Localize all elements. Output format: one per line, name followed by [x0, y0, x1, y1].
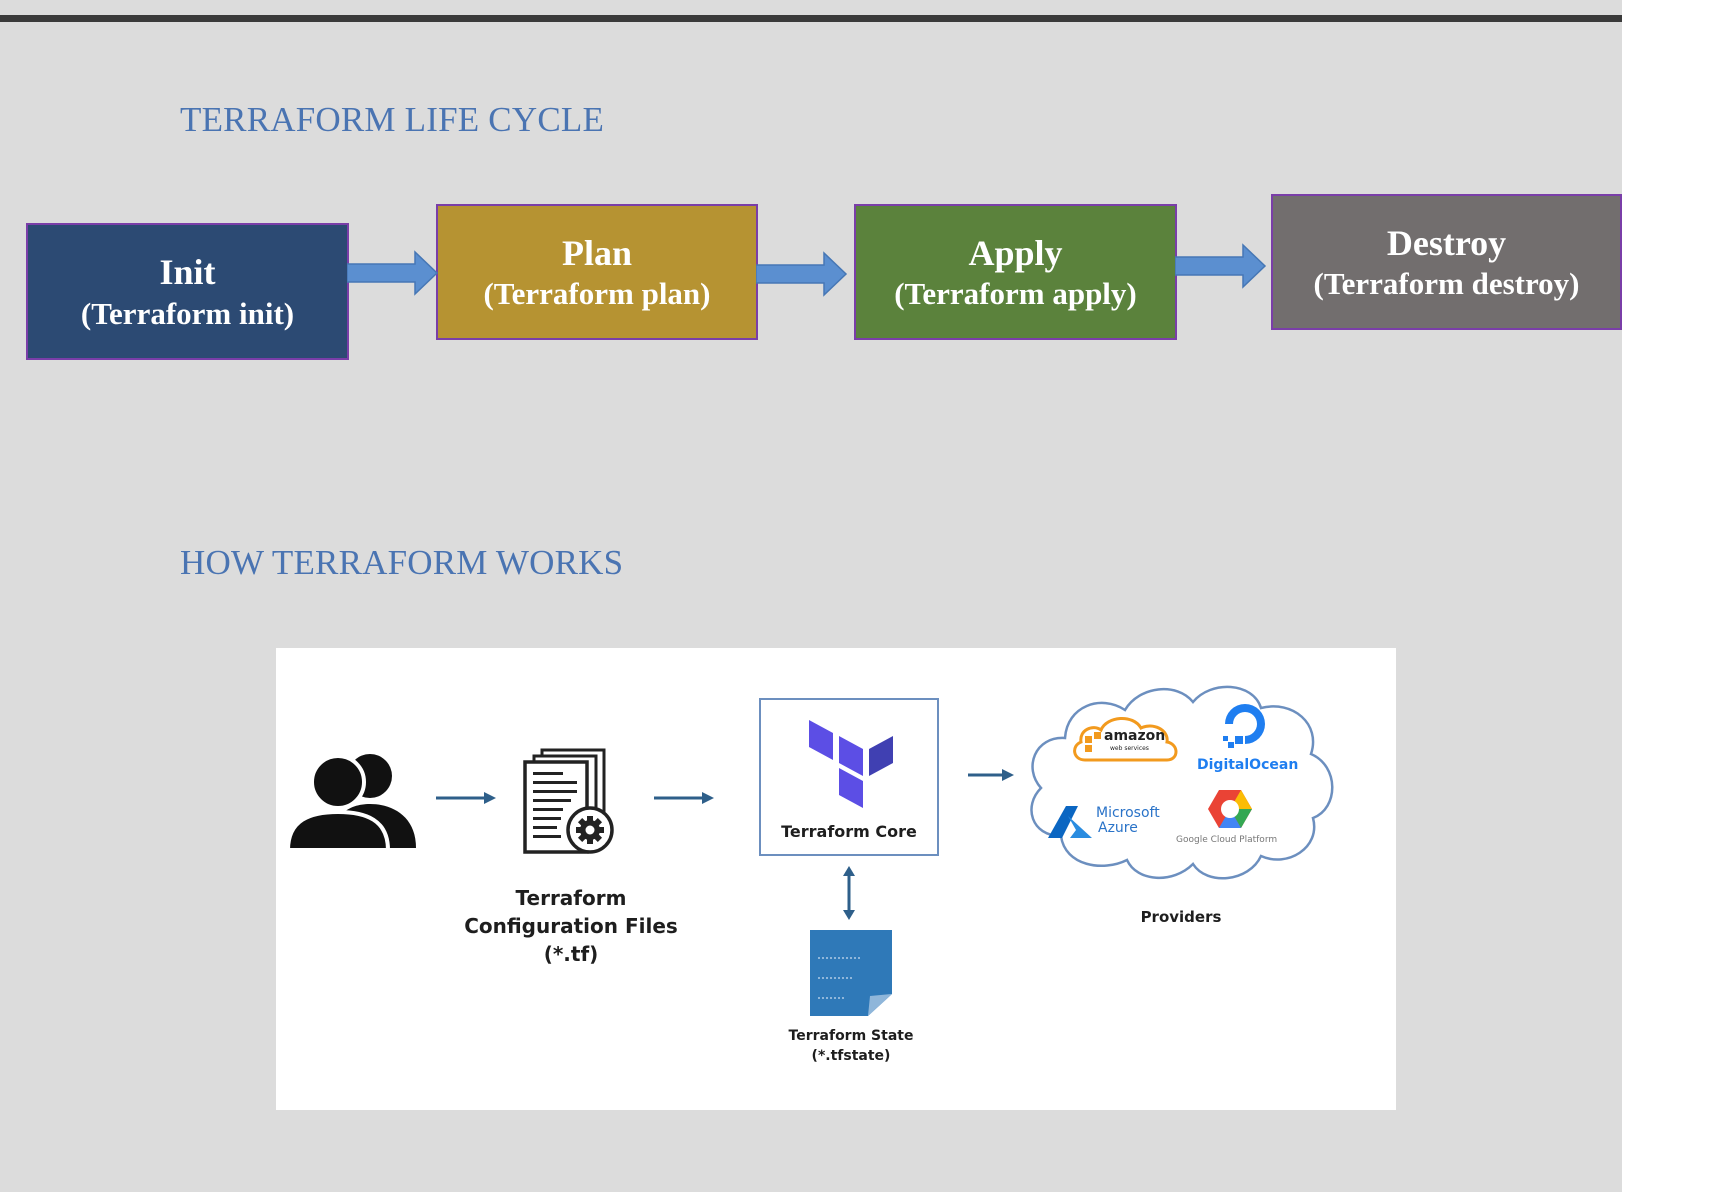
- lifecycle-name: Init: [159, 252, 216, 293]
- aws-cloud-icon: [1073, 717, 1178, 762]
- digitalocean-icon: [1223, 704, 1265, 748]
- terraform-core-label: Terraform Core: [781, 822, 917, 841]
- flow-arrow: [968, 769, 1014, 781]
- lifecycle-arrow: [347, 250, 439, 296]
- lifecycle-arrow: [1175, 243, 1267, 289]
- terraform-core-box: Terraform Core: [759, 698, 939, 856]
- state-file-icon: [810, 930, 892, 1016]
- lifecycle-command: (Terraform destroy): [1313, 266, 1580, 301]
- lifecycle-command: (Terraform init): [80, 295, 295, 331]
- lifecycle-arrow: [756, 251, 848, 297]
- lifecycle-command: (Terraform plan): [483, 276, 711, 311]
- double-arrow: [843, 866, 855, 920]
- aws-text: amazon: [1104, 728, 1166, 744]
- lifecycle-box-apply: Apply (Terraform apply): [854, 204, 1177, 340]
- config-files-label: Terraform Configuration Files (*.tf): [464, 886, 678, 966]
- terraform-logo-icon: [809, 720, 893, 808]
- providers-label: Providers: [1140, 908, 1222, 926]
- how-works-title: HOW TERRAFORM WORKS: [180, 543, 624, 582]
- google-cloud-icon: [1208, 790, 1252, 828]
- lifecycle-box-plan: Plan (Terraform plan): [436, 204, 758, 340]
- providers-cloud-icon: [1030, 685, 1334, 880]
- azure-text: Microsoft Azure: [1096, 805, 1160, 836]
- lifecycle-name: Apply: [968, 232, 1063, 273]
- workflow-diagram: Terraform Configuration Files (*.tf) Ter…: [276, 648, 1396, 1110]
- lifecycle-title: TERRAFORM LIFE CYCLE: [180, 100, 605, 139]
- lifecycle-command: (Terraform apply): [894, 276, 1137, 311]
- lifecycle-name: Plan: [561, 232, 632, 273]
- digitalocean-text: DigitalOcean: [1197, 757, 1299, 773]
- flow-arrow: [436, 792, 496, 804]
- users-icon: [285, 754, 416, 852]
- azure-icon: [1048, 806, 1092, 838]
- gcp-text: Google Cloud Platform: [1176, 835, 1278, 845]
- state-label: Terraform State (*.tfstate): [788, 1028, 914, 1064]
- lifecycle-box-init: Init (Terraform init): [26, 223, 349, 360]
- lifecycle-name: Destroy: [1386, 222, 1507, 263]
- flow-arrow: [654, 792, 714, 804]
- aws-subtext: web services: [1110, 745, 1149, 752]
- top-rule: [0, 15, 1622, 22]
- document-gear-icon: [523, 748, 614, 854]
- lifecycle-box-destroy: Destroy (Terraform destroy): [1271, 194, 1622, 330]
